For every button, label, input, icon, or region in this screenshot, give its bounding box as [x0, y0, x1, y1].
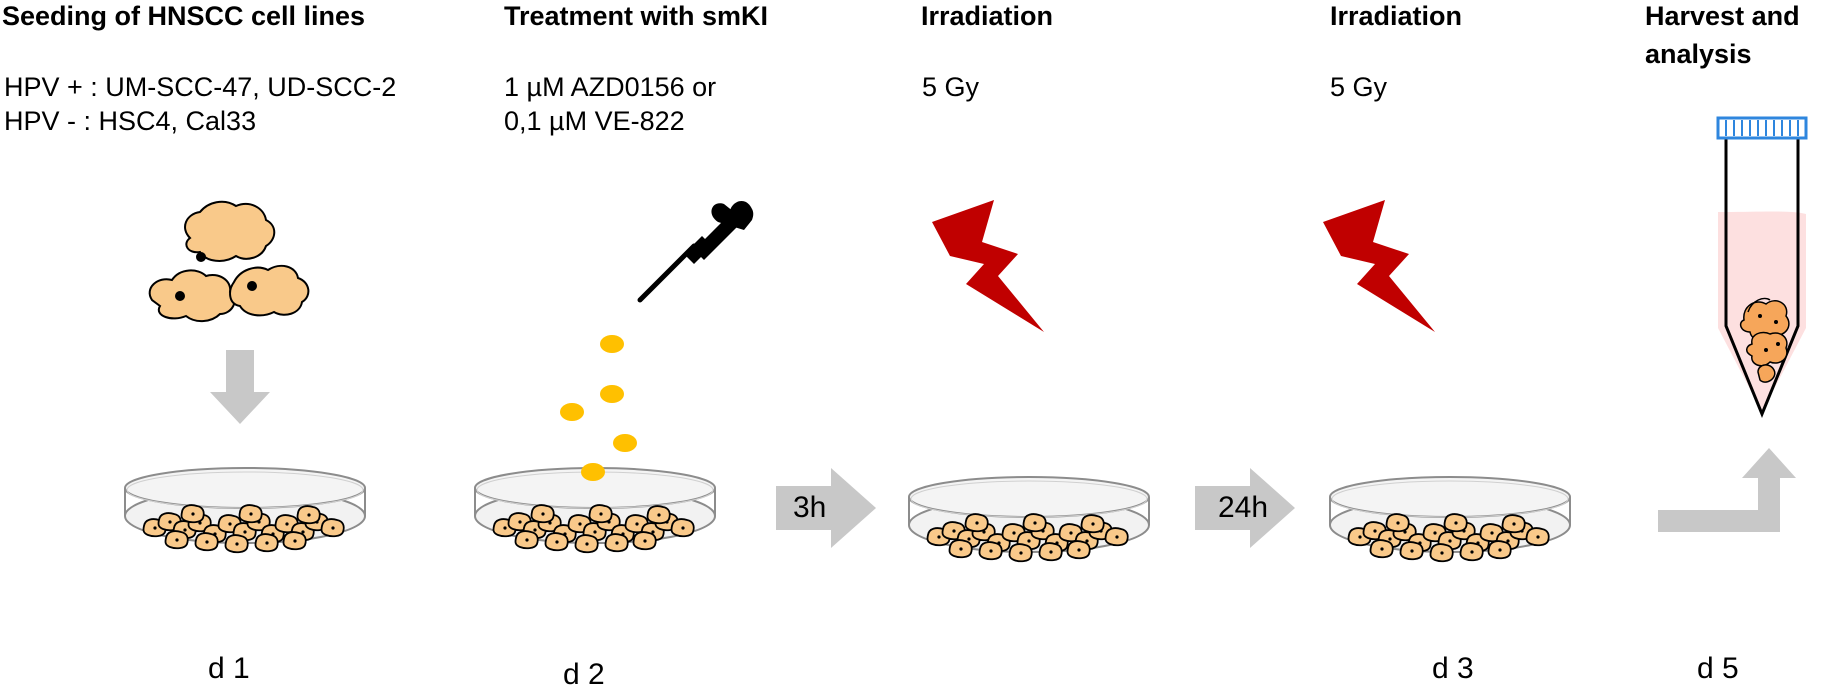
step-1-title: Seeding of HNSCC cell lines — [2, 1, 366, 31]
lightning-icon — [932, 200, 1044, 332]
interval-label-2: 24h — [1218, 491, 1268, 524]
culture-dish-icon — [1330, 477, 1570, 561]
step-3-title: Irradiation — [921, 1, 1054, 31]
cell-cluster-icon — [148, 200, 310, 322]
step-2-title: Treatment with smKI — [504, 1, 769, 31]
falcon-tube-icon — [1716, 116, 1808, 418]
step-5-title-line-2: analysis — [1645, 39, 1752, 69]
day-label-1: d 1 — [208, 652, 250, 685]
drop-icon — [560, 335, 637, 481]
step-2-desc-line-1: 1 µM AZD0156 or — [504, 72, 717, 102]
day-label-2: d 2 — [563, 658, 605, 691]
culture-dish-icon — [909, 477, 1149, 561]
interval-label-1: 3h — [793, 491, 826, 524]
step-4-title: Irradiation — [1330, 1, 1463, 31]
bent-arrow-icon — [1658, 448, 1796, 532]
step-5-title-line-1: Harvest and — [1645, 1, 1800, 31]
step-2-desc-line-2: 0,1 µM VE-822 — [504, 106, 685, 136]
step-3-desc-line-1: 5 Gy — [922, 72, 980, 102]
step-1-desc-line-2: HPV - : HSC4, Cal33 — [4, 106, 257, 136]
pipette-icon — [637, 200, 754, 303]
day-label-3: d 3 — [1432, 652, 1474, 685]
step-4-desc-line-1: 5 Gy — [1330, 72, 1388, 102]
step-1-desc-line-1: HPV + : UM-SCC-47, UD-SCC-2 — [4, 72, 397, 102]
day-label-4: d 5 — [1697, 652, 1739, 685]
down-arrow-icon — [210, 350, 270, 424]
culture-dish-icon — [125, 468, 365, 552]
lightning-icon — [1323, 200, 1435, 332]
